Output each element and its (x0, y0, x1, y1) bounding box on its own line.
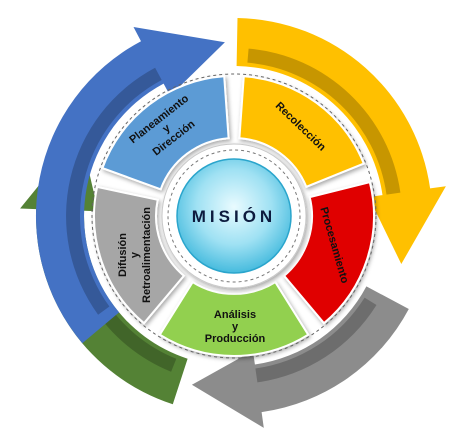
segment-planeamiento (101, 75, 230, 191)
segment-label-line: y (129, 251, 141, 258)
process-ring (93, 75, 375, 357)
center-node (161, 143, 307, 289)
segment-label-line: y (232, 321, 239, 333)
segment-label-line: Producción (205, 333, 266, 345)
segment-label-line: Retroalimentación (141, 207, 153, 303)
dashed-ring (91, 73, 377, 359)
arrow-yellow-shade (247, 48, 401, 195)
arrow-gray-shade (255, 297, 377, 383)
segment-label-line: Difusión (117, 233, 129, 277)
arrow-blue (35, 27, 225, 344)
arrow-gray (191, 286, 409, 428)
segment-label-line: Análisis (214, 309, 256, 321)
arrow-blue-shade (66, 67, 162, 315)
segment-procesamiento (282, 180, 375, 325)
segment-recoleccion (238, 75, 366, 189)
outer-arrows (20, 18, 446, 428)
arrow-yellow (236, 18, 446, 264)
segment-analisis (158, 280, 310, 357)
segment-difusion (93, 185, 186, 325)
center-label: MISIÓN (192, 207, 276, 226)
